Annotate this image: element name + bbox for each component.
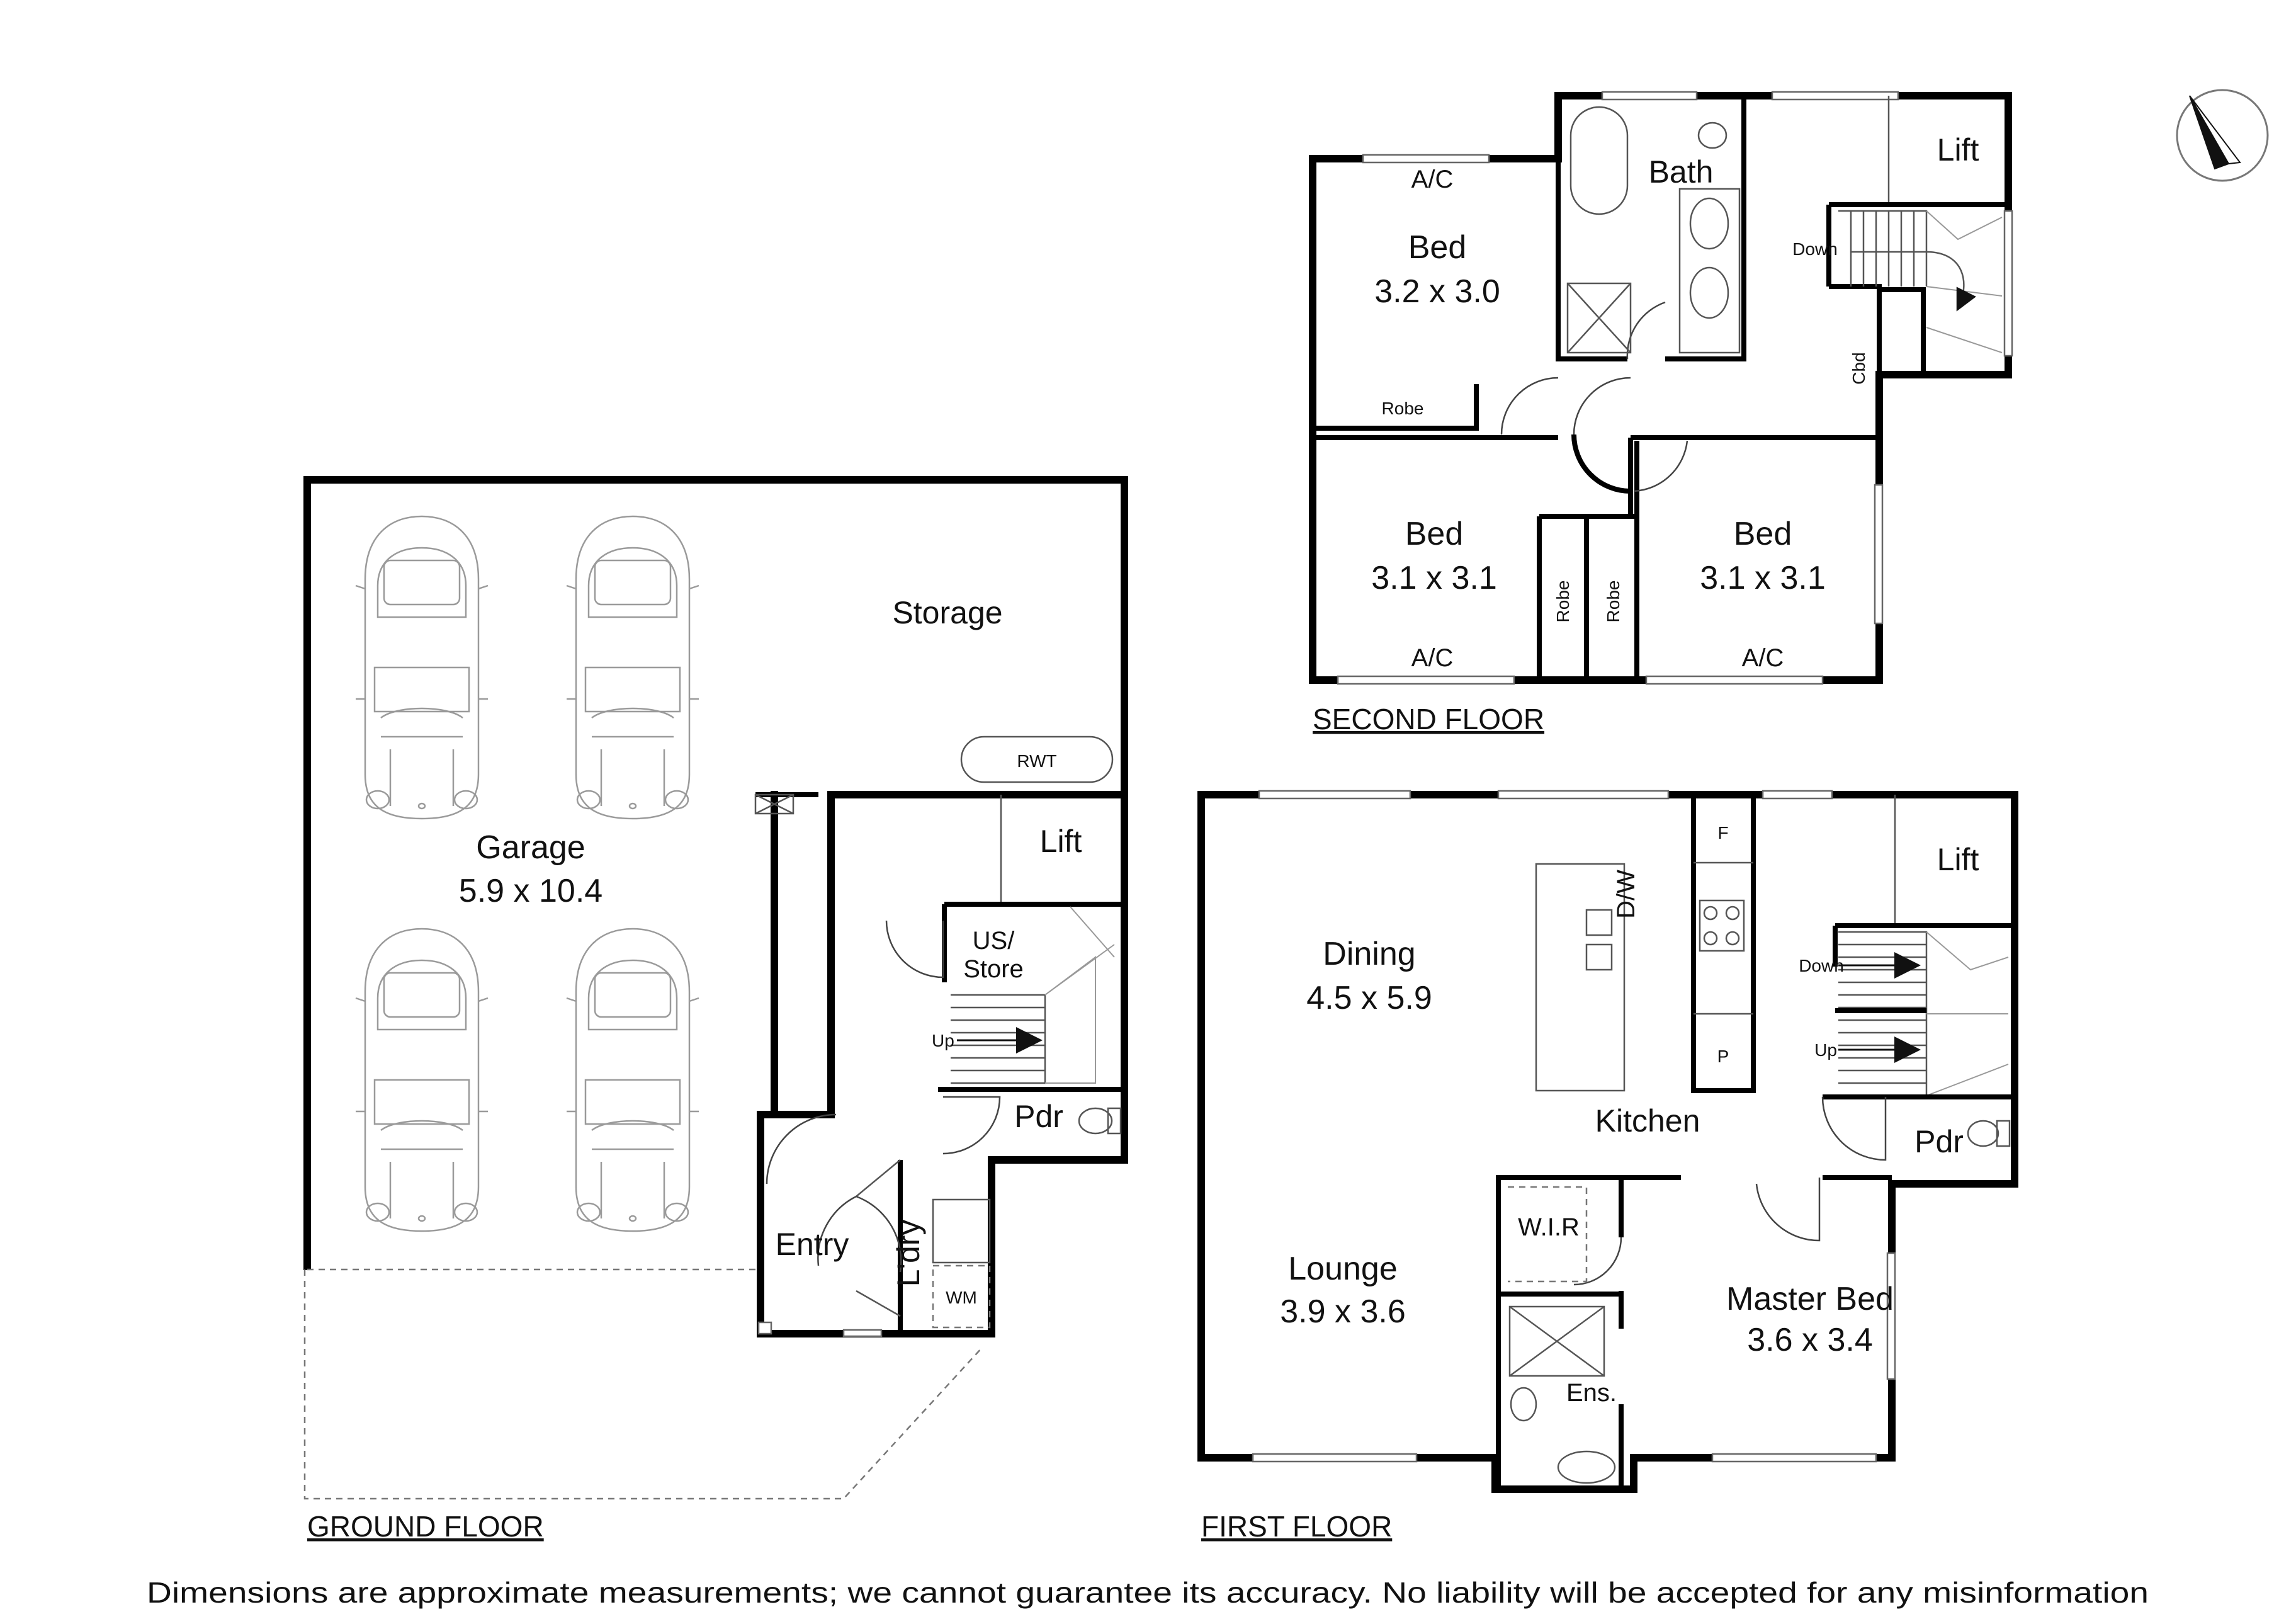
- garage-label: Garage: [476, 829, 585, 866]
- disclaimer-text: Dimensions are approximate measurements;…: [147, 1576, 2149, 1609]
- dishwasher-label: D/W: [1612, 870, 1640, 919]
- bed2-dimensions: 3.1 x 3.1: [1371, 560, 1496, 596]
- storage-label: Storage: [892, 595, 1002, 630]
- rwt-label: RWT: [1017, 751, 1056, 771]
- first-floor: [1197, 790, 2018, 1493]
- fridge-label: F: [1717, 823, 1728, 843]
- bed2-ac-label: A/C: [1411, 644, 1454, 672]
- bed3-dimensions: 3.1 x 3.1: [1700, 560, 1825, 596]
- lounge-label: Lounge: [1288, 1251, 1398, 1287]
- bed1-ac-label: A/C: [1411, 166, 1454, 193]
- bed1-label: Bed: [1408, 229, 1467, 266]
- garage-dimensions: 5.9 x 10.4: [459, 873, 602, 909]
- lounge-dimensions: 3.9 x 3.6: [1280, 1293, 1405, 1330]
- first-up-label: Up: [1814, 1040, 1837, 1060]
- dining-label: Dining: [1323, 936, 1415, 972]
- first-down-label: Down: [1799, 956, 1844, 975]
- ground-floor: [303, 476, 1128, 1500]
- bed2-label: Bed: [1405, 516, 1464, 552]
- dining-dimensions: 4.5 x 5.9: [1306, 980, 1432, 1016]
- bed1-robe-label: Robe: [1382, 399, 1424, 418]
- rainwater-tank: [960, 735, 1114, 783]
- pantry-label: P: [1717, 1047, 1729, 1066]
- second-floor-title: SECOND FLOOR: [1313, 703, 1544, 735]
- second-down-label: Down: [1792, 239, 1838, 259]
- master-bed-label: Master Bed: [1726, 1281, 1894, 1317]
- second-floor: [1309, 91, 2013, 685]
- bed2-robe-label: Robe: [1553, 581, 1573, 623]
- ground-lift-label: Lift: [1040, 824, 1082, 859]
- wir-label: W.I.R: [1518, 1213, 1580, 1241]
- kitchen-label: Kitchen: [1595, 1103, 1700, 1139]
- first-floor-title: FIRST FLOOR: [1201, 1510, 1392, 1543]
- bed3-label: Bed: [1734, 516, 1792, 552]
- bed3-robe-label: Robe: [1603, 581, 1623, 623]
- us-store-label-1: US/: [973, 927, 1015, 955]
- us-store-label-2: Store: [963, 955, 1024, 983]
- bath-label: Bath: [1649, 154, 1714, 190]
- ground-pdr-label: Pdr: [1014, 1099, 1063, 1134]
- ground-floor-title: GROUND FLOOR: [307, 1510, 544, 1543]
- bed1-dimensions: 3.2 x 3.0: [1374, 273, 1500, 310]
- kitchen-island: [1535, 863, 1626, 1092]
- ensuite-label: Ens.: [1566, 1379, 1617, 1407]
- second-lift-label: Lift: [1937, 132, 1979, 168]
- north-arrow-icon: [2176, 89, 2269, 182]
- laundry-label: L'dry: [891, 1220, 926, 1287]
- master-bed-dimensions: 3.6 x 3.4: [1747, 1322, 1872, 1358]
- first-pdr-label: Pdr: [1914, 1124, 1964, 1159]
- labels: Garage 5.9 x 10.4 Storage RWT Lift US/ S…: [147, 132, 2149, 1609]
- bed3-ac-label: A/C: [1742, 644, 1784, 672]
- washing-machine-label: WM: [946, 1288, 977, 1307]
- ground-up-label: Up: [932, 1031, 954, 1050]
- cupboard-label: Cbd: [1849, 352, 1869, 384]
- entry-label: Entry: [776, 1227, 849, 1262]
- first-lift-label: Lift: [1937, 842, 1979, 877]
